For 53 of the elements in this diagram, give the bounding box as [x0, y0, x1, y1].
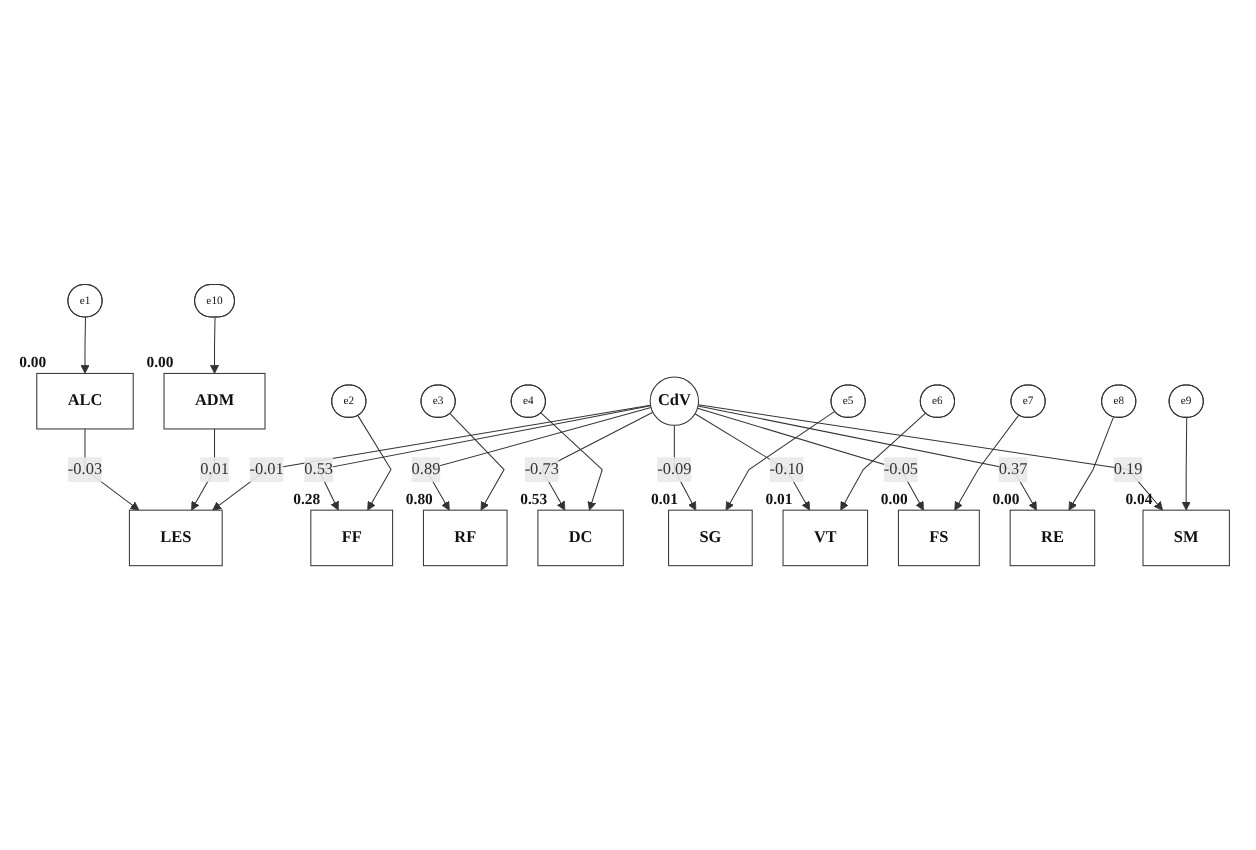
arrow [210, 316, 220, 374]
arrow [673, 424, 697, 511]
arrow [212, 404, 652, 511]
node-box: FF [310, 509, 394, 567]
arrow [697, 407, 924, 511]
edge-label: -0.01 [249, 460, 284, 478]
edge-label: 0.01 [200, 460, 229, 478]
edge-label: 0.53 [304, 460, 334, 478]
node-box: VT [782, 509, 869, 567]
edge-label: -0.09 [657, 460, 692, 478]
node-box: ALC [36, 372, 134, 430]
node-box: RF [423, 509, 508, 567]
arrow [694, 413, 811, 511]
edge-label: 0.19 [1113, 460, 1143, 478]
node-box: LES [128, 509, 223, 567]
variance-value: 0.00 [992, 489, 1020, 508]
arrow [954, 414, 1020, 511]
edge-label: -0.05 [883, 460, 919, 478]
arrow [357, 415, 392, 511]
node-box: DC [537, 509, 624, 567]
node-box: FS [898, 509, 980, 567]
variance-value: 0.53 [520, 489, 548, 508]
variance-value: 0.01 [651, 489, 678, 508]
node-box: ADM [163, 372, 266, 430]
arrow [697, 405, 1037, 511]
variance-value: 0.00 [19, 353, 47, 372]
variance-value: 0.01 [765, 489, 793, 508]
edge-label: -0.10 [769, 460, 804, 478]
arrow [1068, 416, 1115, 511]
arrow [449, 413, 505, 511]
arrow [541, 411, 654, 511]
variance-value: 0.00 [880, 489, 908, 508]
arrow [840, 412, 927, 511]
arrow [540, 412, 603, 511]
edge-label: -0.03 [67, 460, 103, 478]
arrow [697, 404, 1164, 511]
variance-value: 0.04 [1125, 489, 1153, 508]
edge-label: 0.89 [411, 460, 441, 478]
variance-value: 0.00 [146, 353, 174, 372]
edge-label: -0.73 [524, 460, 559, 478]
arrow [84, 428, 140, 511]
node-box: SG [668, 509, 753, 567]
node-box: SM [1142, 509, 1230, 567]
arrow [1181, 417, 1191, 511]
arrow [725, 410, 836, 511]
arrow [80, 316, 90, 374]
node-box: RE [1009, 509, 1096, 567]
variance-value: 0.80 [405, 489, 433, 508]
node-circle: CdV [649, 376, 700, 426]
arrow [318, 405, 652, 511]
arrow [191, 428, 216, 511]
edge-label: 0.37 [998, 460, 1028, 478]
variance-value: 0.28 [293, 489, 321, 508]
